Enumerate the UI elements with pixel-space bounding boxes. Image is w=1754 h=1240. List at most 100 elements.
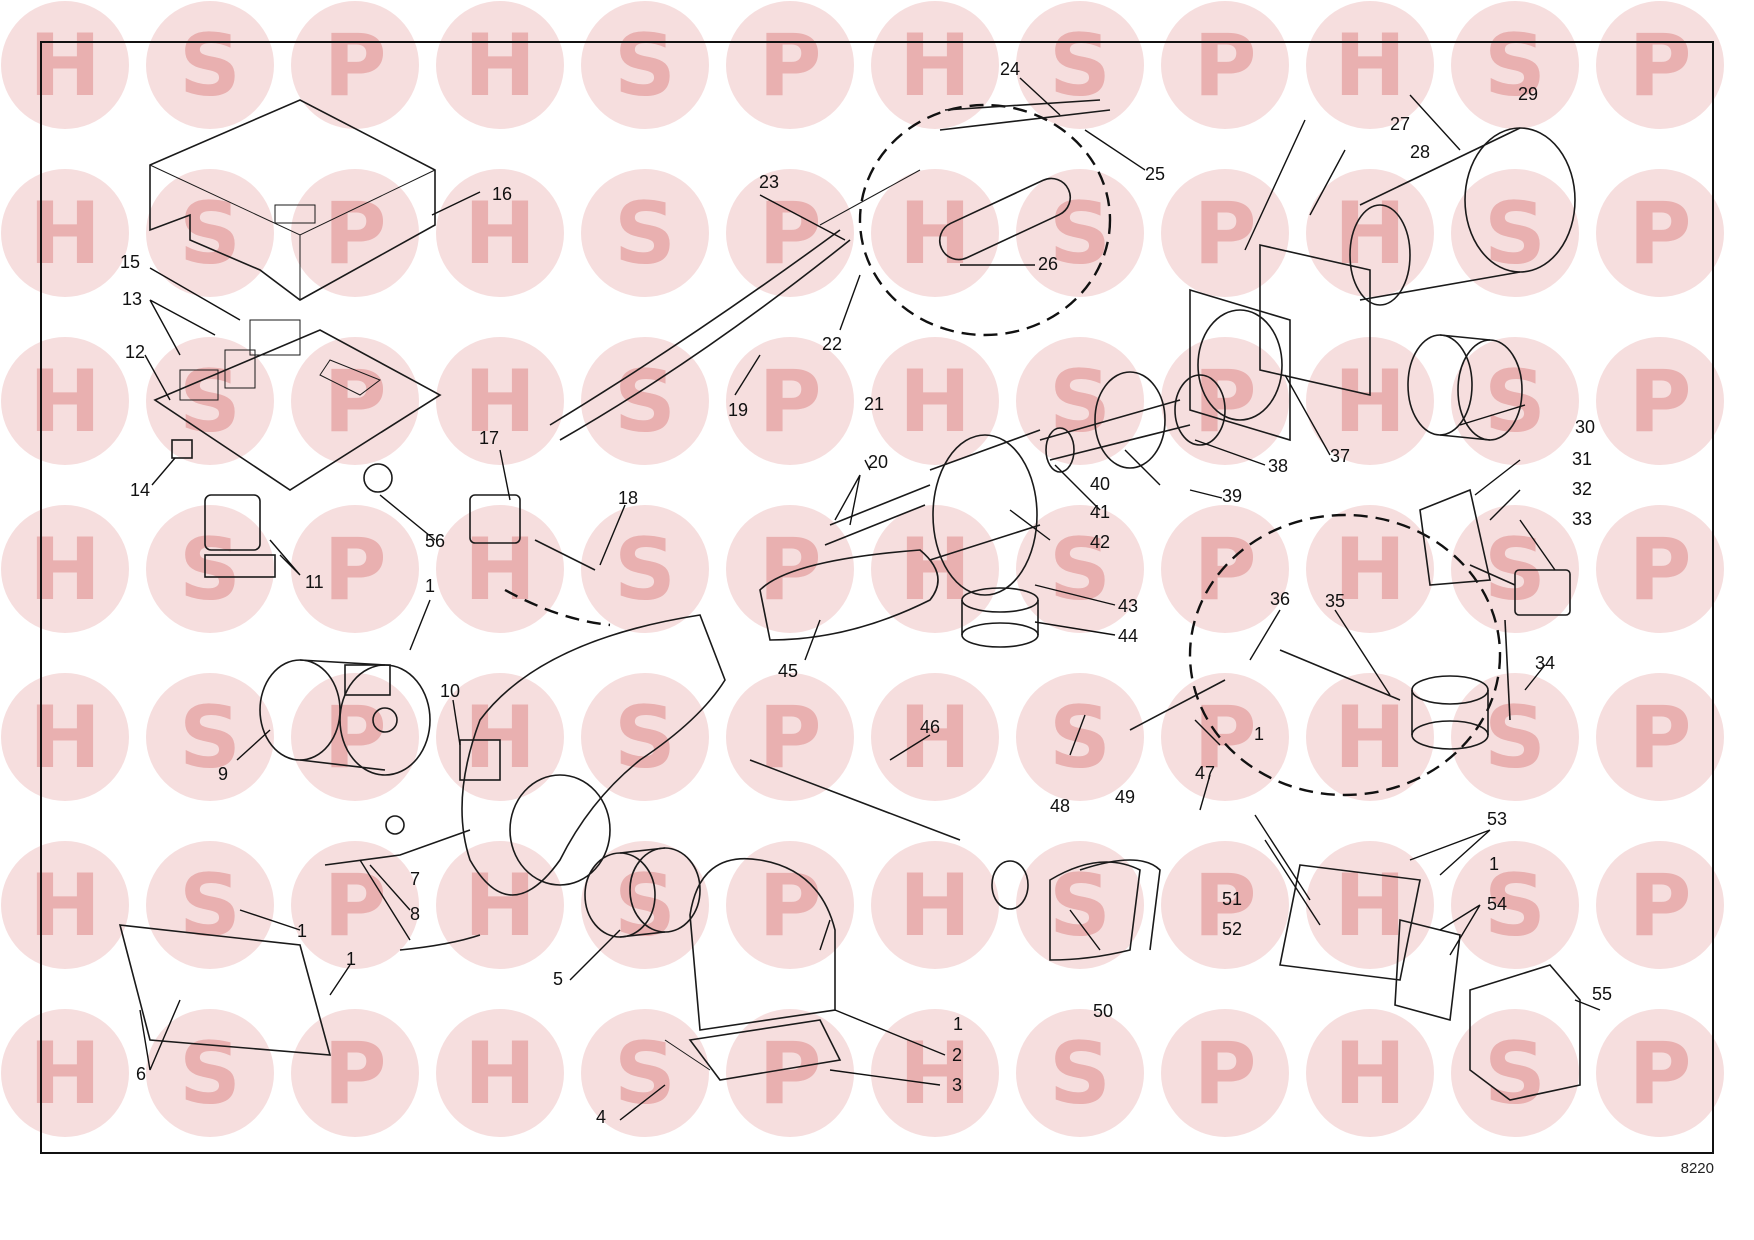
label-43: 43 <box>1118 596 1138 616</box>
watermark-letter: S <box>1484 352 1546 452</box>
part-12-base-plate <box>153 319 442 491</box>
label-10: 10 <box>440 681 460 701</box>
watermark-letter: S <box>614 16 676 116</box>
watermark-letter: H <box>1334 1024 1406 1124</box>
label-16: 16 <box>492 184 512 204</box>
watermark-circle <box>726 1009 854 1137</box>
watermark-letter: S <box>1484 1024 1546 1124</box>
watermark-circle <box>1306 1009 1434 1137</box>
watermark-letter: S <box>1049 856 1111 956</box>
part-17 <box>469 494 521 544</box>
watermark-circle <box>726 505 854 633</box>
watermark-circle <box>1 505 129 633</box>
watermark-letter: P <box>323 16 386 116</box>
part-47-rod <box>1129 679 1226 731</box>
watermark-letter: H <box>464 520 536 620</box>
watermark-circle <box>1451 841 1579 969</box>
linkage-6-8-10 <box>118 739 501 1056</box>
watermark-circle <box>146 673 274 801</box>
label-1: 1 <box>346 949 356 969</box>
label-36: 36 <box>1270 589 1290 609</box>
label-51: 51 <box>1222 889 1242 909</box>
label-11: 11 <box>305 572 324 592</box>
watermark-letter: S <box>614 520 676 620</box>
watermark-letter: P <box>1628 184 1691 284</box>
watermark-circle <box>1306 841 1434 969</box>
watermark-letter: S <box>179 688 241 788</box>
watermark-letter: P <box>758 688 821 788</box>
watermark-letter: P <box>1628 352 1691 452</box>
label-29: 29 <box>1518 84 1538 104</box>
part-28-29-blast-tube <box>1349 127 1576 306</box>
watermark-letter: H <box>1334 688 1406 788</box>
rods-24-25 <box>939 99 1111 131</box>
label-37: 37 <box>1330 446 1350 466</box>
watermark-letter: P <box>1193 856 1256 956</box>
rods-19-22-23 <box>549 169 921 441</box>
part-45-tray <box>759 549 939 641</box>
label-48: 48 <box>1050 796 1070 816</box>
watermark-circle <box>1 169 129 297</box>
label-33: 33 <box>1572 509 1592 529</box>
label-50: 50 <box>1093 1001 1113 1021</box>
label-27: 27 <box>1390 114 1410 134</box>
watermark-circle <box>436 1009 564 1137</box>
watermark-letter: H <box>464 16 536 116</box>
label-45: 45 <box>778 661 798 681</box>
watermark-letter: H <box>464 1024 536 1124</box>
parts-48-50 <box>991 859 1161 961</box>
watermark-circle <box>1016 337 1144 465</box>
watermark-circle <box>1596 673 1724 801</box>
watermark-circle <box>1451 505 1579 633</box>
label-46: 46 <box>920 717 940 737</box>
watermark-circle <box>146 169 274 297</box>
watermark-letter: H <box>464 352 536 452</box>
label-4: 4 <box>596 1107 606 1127</box>
watermark-letter: S <box>179 16 241 116</box>
watermark-letter: S <box>1049 520 1111 620</box>
watermark-letter: P <box>1193 184 1256 284</box>
parts-31-33 <box>1419 488 1571 616</box>
watermark-circle <box>146 1009 274 1137</box>
label-14: 14 <box>130 480 150 500</box>
watermark-circle <box>726 337 854 465</box>
parts-51-54-bracket <box>1279 864 1461 1022</box>
watermark-circle <box>581 1 709 129</box>
watermark-circle <box>1306 337 1434 465</box>
watermark-letter: S <box>614 856 676 956</box>
watermark-letter: S <box>614 688 676 788</box>
watermark-letter: H <box>899 688 971 788</box>
watermark-circle <box>1451 1009 1579 1137</box>
watermark-letter: P <box>758 184 821 284</box>
watermark-letter: H <box>1334 520 1406 620</box>
watermark-circle <box>1161 505 1289 633</box>
watermark-circle <box>291 1 419 129</box>
parts-35-36-valve-detail <box>1279 649 1489 750</box>
watermark-letter: S <box>1049 1024 1111 1124</box>
part-3-grille <box>688 1019 842 1081</box>
label-1: 1 <box>953 1014 963 1034</box>
watermark-circle <box>871 1 999 129</box>
watermark-letter: P <box>1193 16 1256 116</box>
watermark-circle <box>1 1 129 129</box>
watermark-circle <box>1161 169 1289 297</box>
watermark-circle <box>1306 505 1434 633</box>
watermark-letter: P <box>323 520 386 620</box>
watermark-circle <box>1306 1 1434 129</box>
label-20: 20 <box>868 452 888 472</box>
watermark-letter: S <box>1049 184 1111 284</box>
watermark-circle <box>146 841 274 969</box>
watermark-letter: S <box>179 1024 241 1124</box>
watermark-circle <box>1596 169 1724 297</box>
watermark-letter: H <box>899 856 971 956</box>
leader-lines <box>139 77 1601 1121</box>
watermark-circle <box>1451 169 1579 297</box>
watermark-circle <box>726 1 854 129</box>
watermark-circle <box>1 1009 129 1137</box>
watermark-letter: H <box>1334 16 1406 116</box>
label-54: 54 <box>1487 894 1507 914</box>
part-7-washer <box>385 815 405 835</box>
label-1: 1 <box>1489 854 1499 874</box>
watermark-circle <box>726 169 854 297</box>
